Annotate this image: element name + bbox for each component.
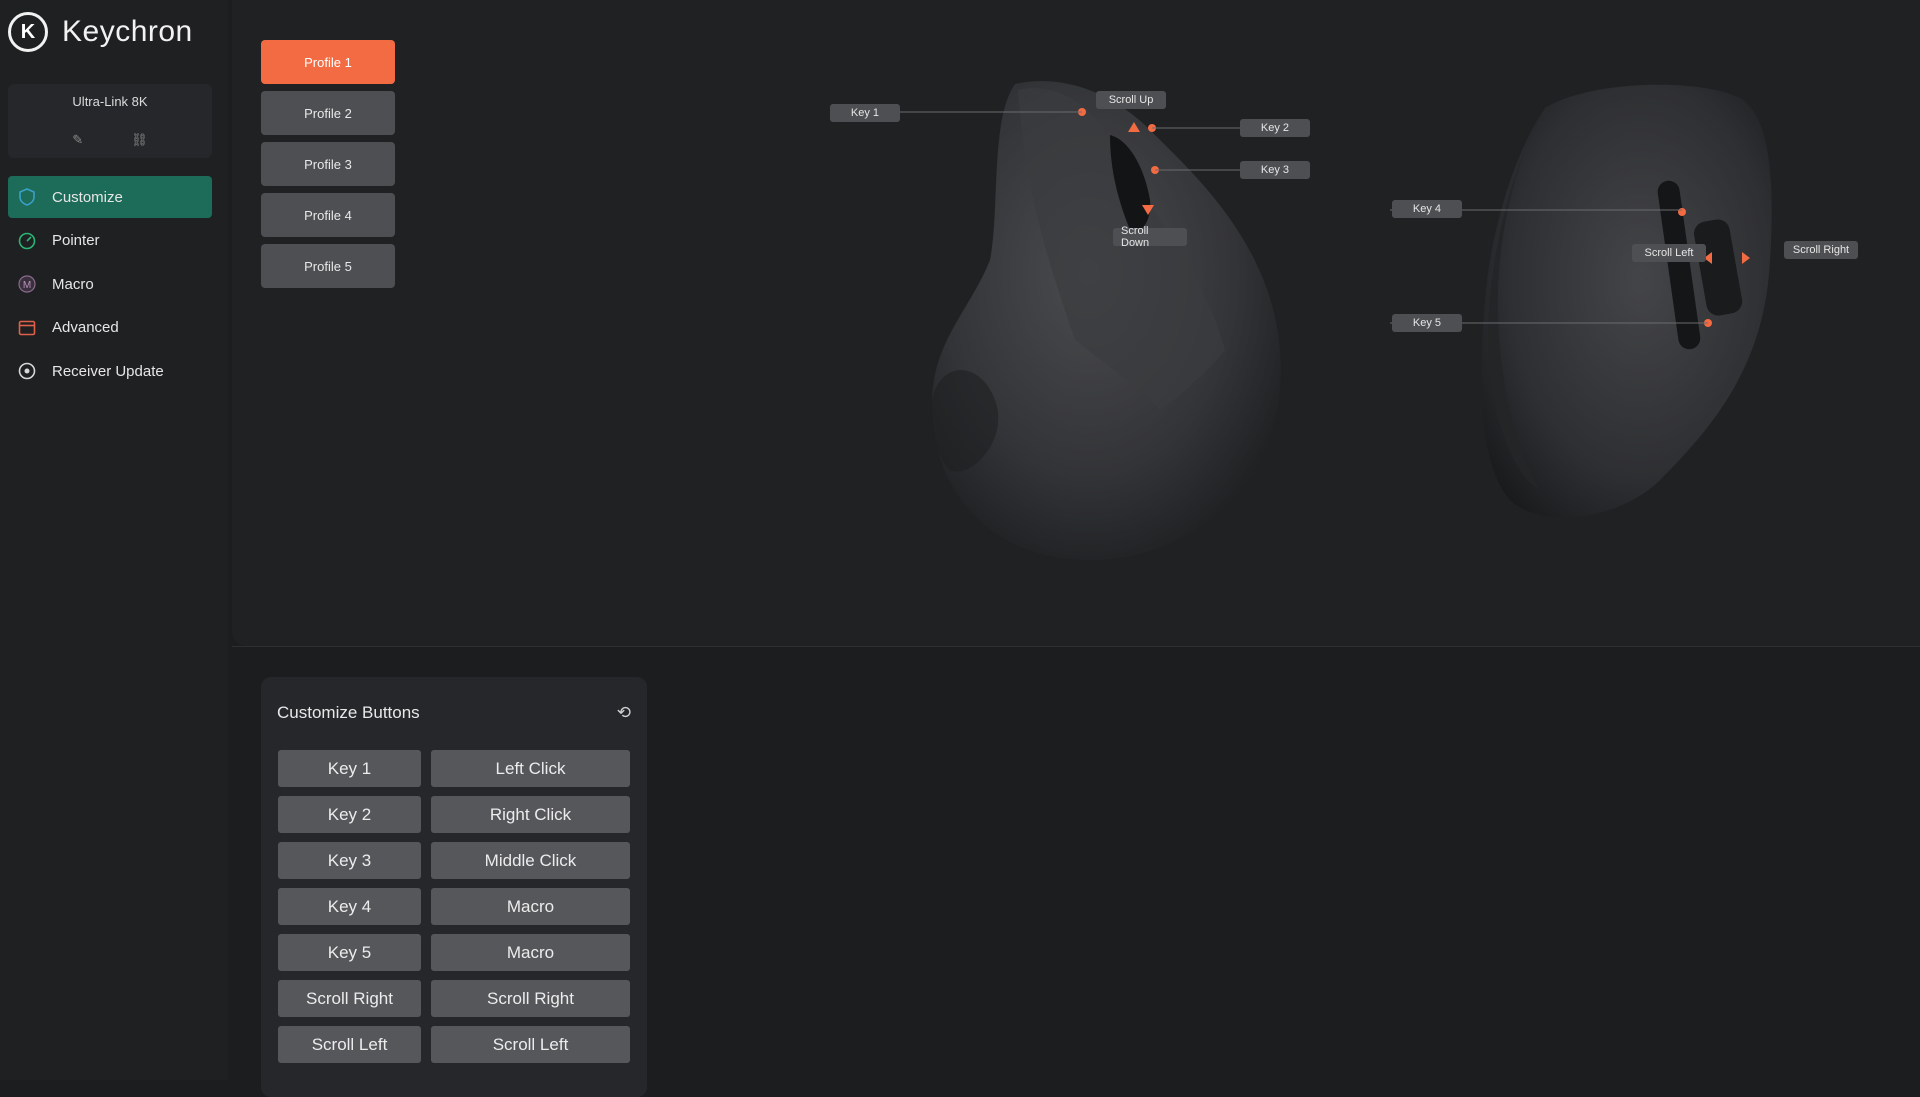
key-mapping-row: Key 2 Right Click: [278, 796, 630, 833]
function-button[interactable]: Scroll Left: [431, 1026, 630, 1063]
key-button[interactable]: Key 5: [278, 934, 421, 971]
sidebar: K Keychron Ultra-Link 8K ✎ ⛓ Customize P…: [0, 0, 228, 1080]
callout-key3: Key 3: [1240, 161, 1310, 179]
brand-name: Keychron: [62, 15, 193, 48]
panel-title: Customize Buttons: [277, 703, 420, 722]
update-icon: [18, 362, 36, 380]
key-mapping-row: Key 1 Left Click: [278, 750, 630, 787]
marker-dot-key4: [1678, 208, 1686, 216]
sidebar-item-advanced[interactable]: Advanced: [8, 307, 212, 349]
key-mapping-row: Scroll Right Scroll Right: [278, 980, 630, 1017]
shield-icon: [18, 188, 36, 206]
key-button[interactable]: Key 4: [278, 888, 421, 925]
key-button[interactable]: Scroll Right: [278, 980, 421, 1017]
keychron-logo-icon: K: [8, 12, 48, 52]
sidebar-item-receiver-update[interactable]: Receiver Update: [8, 350, 212, 392]
key-mapping-row: Key 3 Middle Click: [278, 842, 630, 879]
mouse-render: [878, 81, 1772, 560]
profile-button-2[interactable]: Profile 2: [261, 91, 395, 135]
profile-button-4[interactable]: Profile 4: [261, 193, 395, 237]
scroll-left-arrow: [1704, 252, 1712, 264]
key-mapping-row: Scroll Left Scroll Left: [278, 1026, 630, 1063]
key-button[interactable]: Key 1: [278, 750, 421, 787]
sidebar-item-label: Macro: [52, 275, 94, 293]
profile-button-1[interactable]: Profile 1: [261, 40, 395, 84]
device-actions: ✎ ⛓: [8, 132, 212, 148]
callout-key4: Key 4: [1392, 200, 1462, 218]
callout-scroll-left: Scroll Left: [1632, 244, 1706, 262]
sidebar-item-label: Pointer: [52, 232, 100, 249]
macro-icon: M: [18, 275, 36, 293]
function-button[interactable]: Macro: [431, 888, 630, 925]
function-button[interactable]: Macro: [431, 934, 630, 971]
function-button[interactable]: Middle Click: [431, 842, 630, 879]
sidebar-item-label: Receiver Update: [52, 362, 164, 380]
edit-icon[interactable]: ✎: [72, 132, 84, 147]
advanced-icon: [18, 319, 36, 337]
side-key-strip: [1657, 180, 1701, 350]
key-button[interactable]: Key 3: [278, 842, 421, 879]
sidebar-item-customize[interactable]: Customize: [8, 176, 212, 218]
profile-button-3[interactable]: Profile 3: [261, 142, 395, 186]
svg-text:M: M: [23, 280, 31, 291]
sidebar-item-label: Customize: [52, 188, 123, 206]
device-name: Ultra-Link 8K: [72, 94, 148, 109]
scroll-down-arrow: [1142, 205, 1154, 215]
side-scroll-wheel: [1694, 219, 1743, 316]
callout-key5: Key 5: [1392, 314, 1462, 332]
key-mapping-row: Key 5 Macro: [278, 934, 630, 971]
function-button[interactable]: Scroll Right: [431, 980, 630, 1017]
callout-key2: Key 2: [1240, 119, 1310, 137]
function-button[interactable]: Right Click: [431, 796, 630, 833]
callout-key1: Key 1: [830, 104, 900, 122]
sidebar-nav: Customize Pointer M Macro Advanced Recei…: [8, 176, 212, 394]
mouse-front-view: [878, 81, 1281, 560]
function-button[interactable]: Left Click: [431, 750, 630, 787]
callout-scroll-up: Scroll Up: [1096, 91, 1166, 109]
key-button[interactable]: Key 2: [278, 796, 421, 833]
callout-scroll-right: Scroll Right: [1784, 241, 1858, 259]
sidebar-item-label: Advanced: [52, 319, 119, 336]
divider: [232, 646, 1920, 647]
profile-button-5[interactable]: Profile 5: [261, 244, 395, 288]
profile-list: Profile 1 Profile 2 Profile 3 Profile 4 …: [261, 40, 395, 295]
gauge-icon: [18, 232, 36, 250]
key-button[interactable]: Scroll Left: [278, 1026, 421, 1063]
key-mapping-grid: Key 1 Left Click Key 2 Right Click Key 3…: [278, 750, 630, 1072]
mouse-illustration: Key 1 Scroll Up Key 2 Key 3 Scroll Down …: [820, 60, 1880, 580]
scroll-right-arrow: [1742, 252, 1750, 264]
brand: K Keychron: [8, 12, 193, 52]
customize-buttons-panel: Customize Buttons ⟲ Key 1 Left Click Key…: [261, 677, 647, 1097]
reset-icon[interactable]: ⟲: [616, 703, 631, 722]
key-mapping-row: Key 4 Macro: [278, 888, 630, 925]
sidebar-item-macro[interactable]: M Macro: [8, 263, 212, 305]
device-card: Ultra-Link 8K ✎ ⛓: [8, 84, 212, 158]
callout-scroll-down: Scroll Down: [1113, 225, 1187, 249]
scroll-up-arrow: [1128, 122, 1140, 132]
link-icon[interactable]: ⛓: [131, 132, 148, 147]
mouse-side-view: [1390, 84, 1772, 518]
sidebar-item-pointer[interactable]: Pointer: [8, 220, 212, 262]
